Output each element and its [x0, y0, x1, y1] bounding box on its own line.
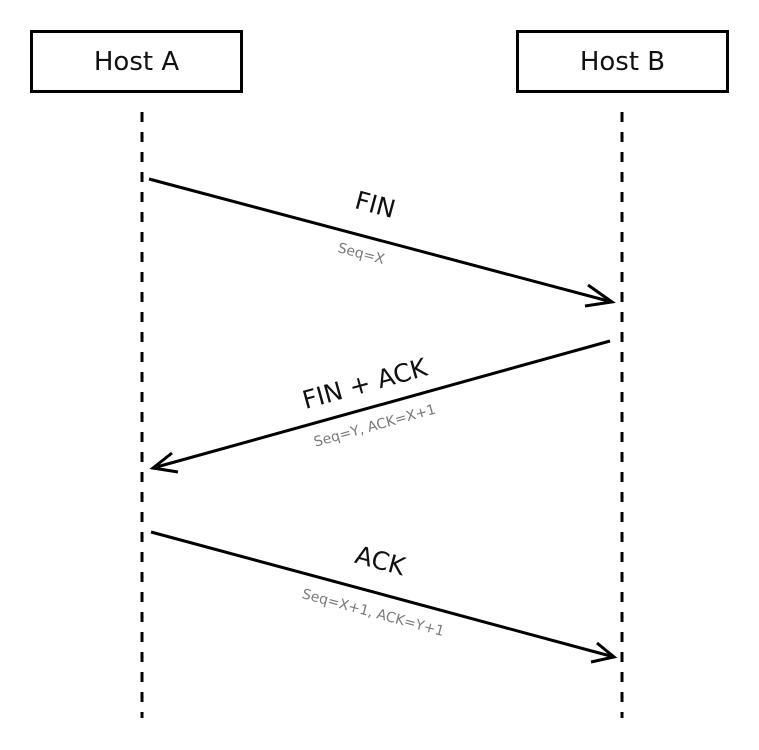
message-detail: Seq=Y, ACK=X+1	[312, 402, 438, 451]
message-arrow-line	[152, 339, 611, 470]
arrowhead-icon	[584, 283, 616, 308]
message-label: ACK	[352, 540, 409, 581]
message-detail: Seq=X+1, ACK=Y+1	[300, 586, 446, 640]
participant-label: Host B	[579, 46, 666, 77]
participant-host-b: Host B	[516, 30, 729, 93]
arrowhead-icon	[149, 451, 179, 474]
message-fin-ack: FIN + ACK Seq=Y, ACK=X+1	[149, 339, 611, 474]
message-label: FIN	[352, 186, 399, 224]
message-label: FIN + ACK	[299, 353, 430, 415]
message-arrow-line	[148, 177, 613, 304]
message-detail: Seq=X	[336, 240, 387, 268]
message-ack: ACK Seq=X+1, ACK=Y+1	[150, 530, 618, 664]
participant-host-a: Host A	[30, 30, 243, 93]
arrowhead-icon	[590, 641, 618, 664]
message-arrow-line	[150, 530, 615, 659]
participant-label: Host A	[93, 46, 180, 77]
message-fin: FIN Seq=X	[148, 177, 616, 308]
